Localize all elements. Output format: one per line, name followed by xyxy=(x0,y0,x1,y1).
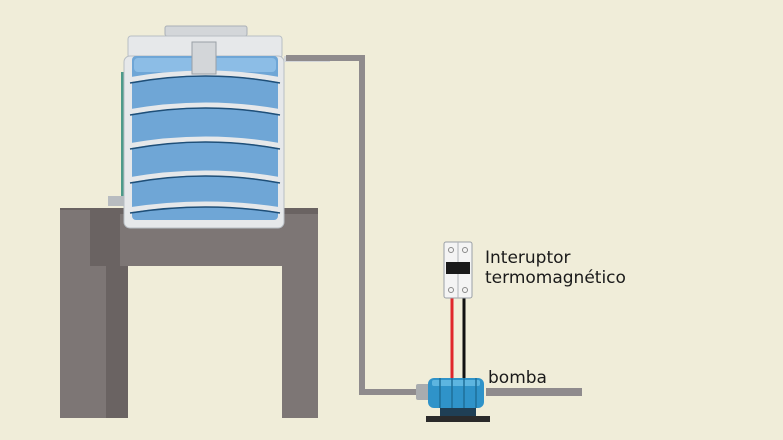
supply-pipe xyxy=(286,55,420,395)
breaker-label-line1: Interuptor xyxy=(485,248,571,268)
breaker-label-line2: termomagnético xyxy=(485,268,626,288)
tank-stand-icon xyxy=(60,208,318,418)
water-pump-icon xyxy=(416,378,490,422)
tank-valve xyxy=(108,196,126,206)
discharge-pipe xyxy=(486,388,582,396)
breaker-label: Interuptor termomagnético xyxy=(485,248,626,288)
circuit-breaker-icon xyxy=(443,241,473,299)
pump-label: bomba xyxy=(488,368,547,388)
